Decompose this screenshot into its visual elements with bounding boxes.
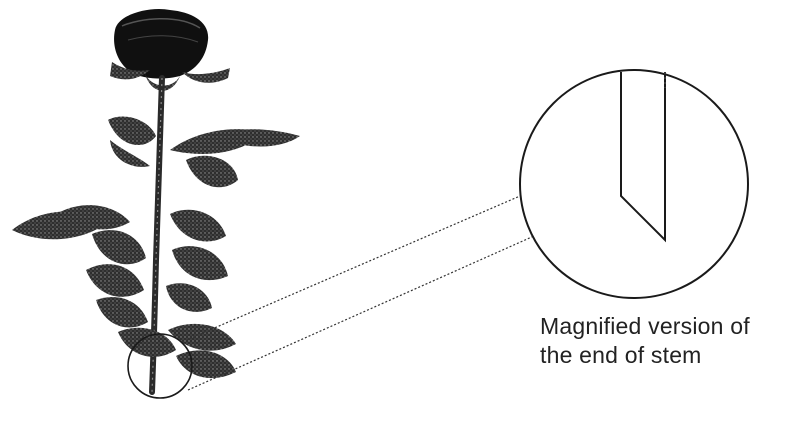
- caption-line-2: the end of stem: [540, 341, 790, 370]
- magnified-circle: [520, 70, 748, 298]
- magnified-caption: Magnified version of the end of stem: [540, 312, 790, 370]
- caption-line-1: Magnified version of: [540, 312, 790, 341]
- connector-line-bottom: [188, 236, 534, 390]
- rose-bloom: [110, 9, 230, 91]
- connector-line-top: [182, 196, 520, 342]
